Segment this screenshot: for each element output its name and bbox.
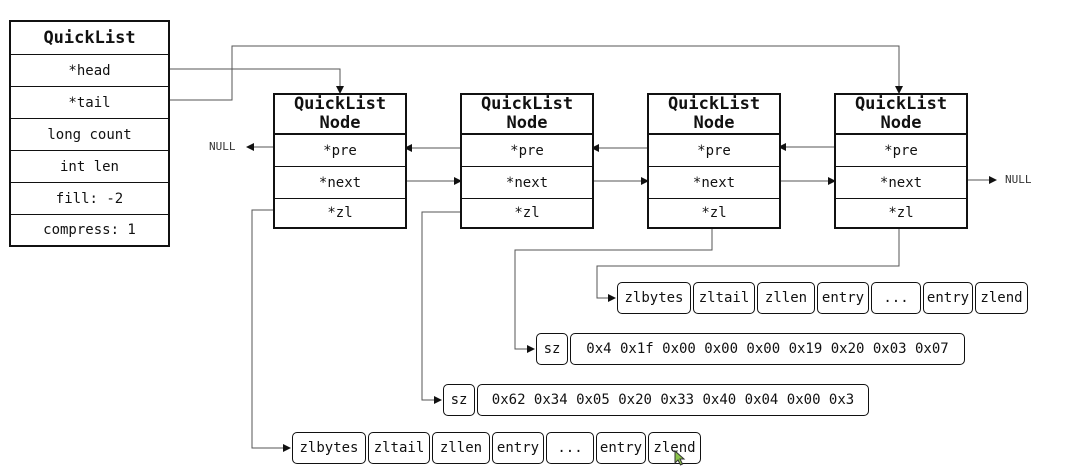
head-pointer-arrow <box>168 68 344 94</box>
node3-zl-line <box>514 229 713 353</box>
quicklist-struct: QuickList *head *tail long count int len… <box>9 20 170 247</box>
ziplist-cell-entry: entry <box>492 432 544 464</box>
quicklist-field-head: *head <box>11 54 168 86</box>
node-title: QuickList Node <box>275 95 405 133</box>
node-field-zl: *zl <box>836 198 966 227</box>
node-title-line2: Node <box>693 113 735 133</box>
compressed-bytes-cell: 0x4 0x1f 0x00 0x00 0x00 0x19 0x20 0x03 0… <box>570 333 965 365</box>
node1-zl-line <box>251 209 291 452</box>
quicklist-field-compress: compress: 1 <box>11 214 168 245</box>
ziplist-cell-zllen: zllen <box>432 432 490 464</box>
node-title-line1: QuickList <box>293 94 387 114</box>
quicklist-node-1: QuickList Node *pre *next *zl <box>273 93 407 229</box>
ziplist-cell-entry: entry <box>596 432 646 464</box>
node-title: QuickList Node <box>836 95 966 133</box>
ziplist-cell-entry: entry <box>923 282 973 314</box>
ziplist-cell-zlend: zlend <box>975 282 1028 314</box>
mouse-cursor-icon <box>674 450 686 466</box>
quicklist-field-count: long count <box>11 118 168 150</box>
node-field-pre: *pre <box>275 133 405 166</box>
node-field-next: *next <box>275 166 405 198</box>
node-title-line1: QuickList <box>854 94 948 114</box>
ziplist-cell-zllen: zllen <box>757 282 815 314</box>
ziplist-cell-ellipsis: ... <box>871 282 921 314</box>
ziplist-cell-zlbytes: zlbytes <box>617 282 691 314</box>
node-field-pre: *pre <box>836 133 966 166</box>
node-field-next: *next <box>462 166 592 198</box>
node-title-line2: Node <box>880 113 922 133</box>
ziplist-cell-entry: entry <box>817 282 869 314</box>
null-right-label: NULL <box>1005 173 1032 186</box>
compressed-bytes-cell: 0x62 0x34 0x05 0x20 0x33 0x40 0x04 0x00 … <box>477 384 869 416</box>
node-field-next: *next <box>649 166 779 198</box>
quicklist-field-tail: *tail <box>11 86 168 118</box>
node-title-line1: QuickList <box>667 94 761 114</box>
node-title-line2: Node <box>506 113 548 133</box>
quicklist-node-2: QuickList Node *pre *next *zl <box>460 93 594 229</box>
quicklist-title: QuickList <box>43 27 136 48</box>
ziplist-cell-zltail: zltail <box>693 282 755 314</box>
node-field-pre: *pre <box>649 133 779 166</box>
quicklist-node-4: QuickList Node *pre *next *zl <box>834 93 968 229</box>
node-title-line1: QuickList <box>480 94 574 114</box>
quicklist-field-fill: fill: -2 <box>11 182 168 214</box>
node-field-pre: *pre <box>462 133 592 166</box>
compressed-sz-cell: sz <box>536 333 568 365</box>
node4-zl-line <box>596 229 900 302</box>
node-title-line2: Node <box>319 113 361 133</box>
node-field-zl: *zl <box>462 198 592 227</box>
node-field-zl: *zl <box>275 198 405 227</box>
node2-zl-line <box>421 211 461 404</box>
compressed-sz-cell: sz <box>443 384 475 416</box>
ziplist-cell-ellipsis: ... <box>546 432 594 464</box>
ziplist-cell-zlbytes: zlbytes <box>292 432 366 464</box>
node-field-next: *next <box>836 166 966 198</box>
quicklist-field-len: int len <box>11 150 168 182</box>
null-left-label: NULL <box>209 140 236 153</box>
node-title: QuickList Node <box>649 95 779 133</box>
tail-pointer-arrow <box>168 45 903 101</box>
node-title: QuickList Node <box>462 95 592 133</box>
node-field-zl: *zl <box>649 198 779 227</box>
quicklist-node-3: QuickList Node *pre *next *zl <box>647 93 781 229</box>
ziplist-cell-zlend: zlend <box>648 432 701 464</box>
ziplist-cell-zltail: zltail <box>368 432 430 464</box>
